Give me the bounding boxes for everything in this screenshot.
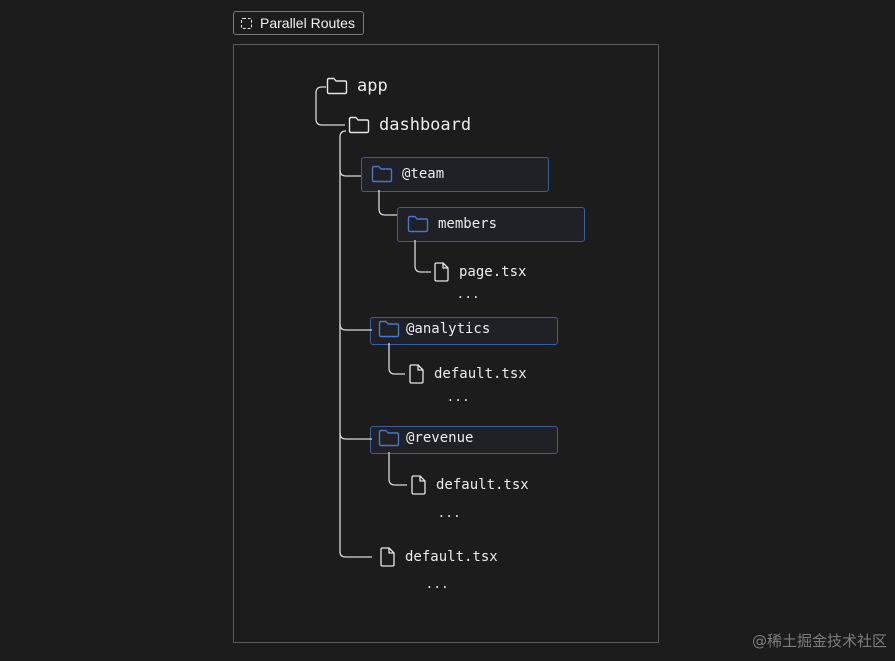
file-icon <box>411 475 426 495</box>
folder-icon <box>348 116 370 134</box>
app-label: app <box>357 76 388 96</box>
badge-label: Parallel Routes <box>260 15 355 31</box>
tree-node-revenue-default: default.tsx <box>410 475 529 495</box>
members-page-label: page.tsx <box>459 264 527 280</box>
tree-node-team: @team <box>371 165 444 183</box>
watermark: @稀土掘金技术社区 <box>751 632 887 650</box>
tree-node-analytics-default: default.tsx <box>408 364 527 384</box>
file-icon <box>434 262 449 282</box>
members-label: members <box>438 216 498 232</box>
folder-icon <box>378 429 400 447</box>
tree-node-dashboard: dashboard <box>348 115 471 135</box>
revenue-ellipsis: ... <box>439 503 463 521</box>
team-label: @team <box>402 166 445 182</box>
dashboard-ellipsis: ... <box>427 574 451 592</box>
revenue-default-label: default.tsx <box>436 477 529 493</box>
file-icon <box>380 547 395 567</box>
tree-node-analytics: @analytics <box>378 320 490 338</box>
members-highlight <box>397 207 585 242</box>
diagram-frame <box>233 44 659 643</box>
analytics-label: @analytics <box>406 321 491 337</box>
tree-node-app: app <box>326 76 388 96</box>
folder-icon <box>378 320 400 338</box>
analytics-default-label: default.tsx <box>434 366 527 382</box>
tree-node-dashboard-default: default.tsx <box>379 547 498 567</box>
members-ellipsis: ... <box>458 284 482 302</box>
dashboard-default-label: default.tsx <box>405 549 498 565</box>
revenue-label: @revenue <box>406 430 474 446</box>
revenue-highlight <box>370 426 558 454</box>
folder-icon <box>326 77 348 95</box>
dashboard-label: dashboard <box>379 115 472 135</box>
tree-node-members: members <box>407 215 497 233</box>
analytics-highlight <box>370 317 558 345</box>
folder-icon <box>407 215 429 233</box>
analytics-ellipsis: ... <box>448 387 472 405</box>
tree-node-members-page: page.tsx <box>433 262 526 282</box>
team-highlight <box>361 157 549 192</box>
file-icon <box>409 364 424 384</box>
diagram-title-badge: Parallel Routes <box>233 11 364 35</box>
tree-node-revenue: @revenue <box>378 429 473 447</box>
folder-icon <box>371 165 393 183</box>
dashed-square-icon <box>241 17 252 29</box>
